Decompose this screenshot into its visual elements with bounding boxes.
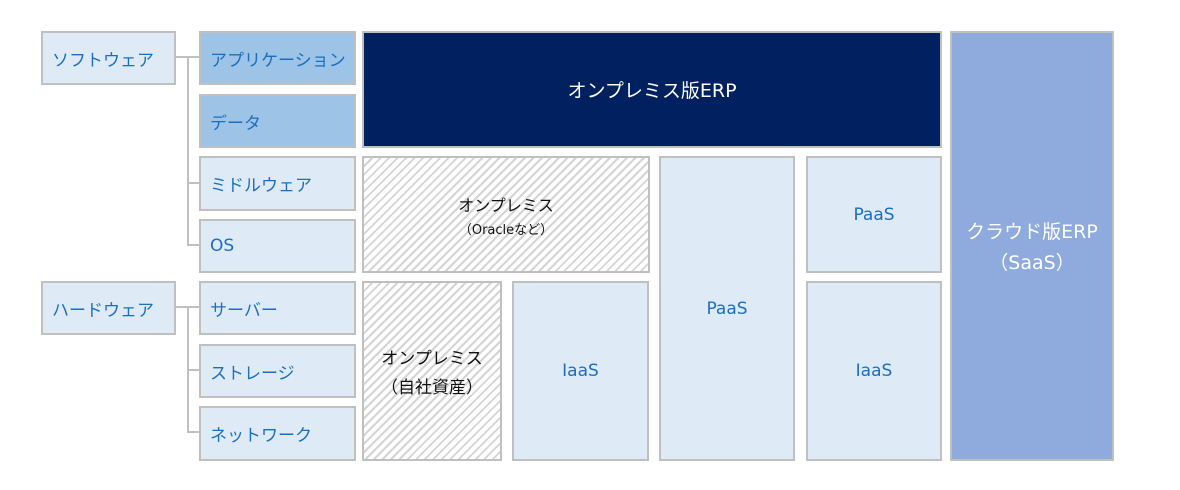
layer-label: データ <box>210 113 261 134</box>
layer-os: OS <box>199 219 356 273</box>
connector <box>187 244 199 246</box>
hardware-label: ハードウェア <box>52 300 154 321</box>
connector <box>187 369 199 371</box>
block-sub: （SaaS） <box>989 252 1075 274</box>
layer-label: ミドルウェア <box>210 176 312 196</box>
layer-application: アプリケーション <box>199 31 356 85</box>
paas-block: PaaS <box>659 156 795 461</box>
hardware-box: ハードウェア <box>41 281 176 335</box>
block-label: オンプレミス版ERP <box>567 80 737 102</box>
cloud-erp-block: クラウド版ERP （SaaS） <box>950 31 1114 461</box>
layer-label: ネットワーク <box>210 426 312 446</box>
layer-storage: ストレージ <box>199 344 356 398</box>
iaas-block-2: IaaS <box>806 281 942 461</box>
block-label: IaaS <box>562 361 599 381</box>
onprem-own-block: オンプレミス （自社資産） <box>362 281 502 461</box>
onprem-oracle-block: オンプレミス （Oracleなど） <box>362 156 650 273</box>
block-sub: （自社資産） <box>381 378 483 398</box>
layer-network: ネットワーク <box>199 406 356 461</box>
connector <box>187 56 189 246</box>
block-title: オンプレミス <box>458 195 554 215</box>
layer-label: アプリケーション <box>210 50 346 71</box>
connector <box>187 182 199 184</box>
connector <box>187 431 199 433</box>
software-box: ソフトウェア <box>41 31 176 85</box>
block-title: クラウド版ERP <box>966 221 1098 243</box>
block-title: オンプレミス <box>381 349 483 369</box>
block-label: PaaS <box>706 298 748 319</box>
paas-block-small: PaaS <box>806 156 942 273</box>
layer-server: サーバー <box>199 281 356 335</box>
block-label: IaaS <box>855 361 893 381</box>
layer-label: ストレージ <box>210 363 295 384</box>
layer-middleware: ミドルウェア <box>199 156 356 211</box>
software-label: ソフトウェア <box>52 50 154 71</box>
layer-label: OS <box>210 236 235 256</box>
block-sub: （Oracleなど） <box>458 222 554 238</box>
layer-data: データ <box>199 94 356 148</box>
layer-label: サーバー <box>210 300 278 321</box>
block-label: PaaS <box>853 204 895 225</box>
onprem-erp-block: オンプレミス版ERP <box>362 31 942 148</box>
iaas-block: IaaS <box>512 281 649 461</box>
